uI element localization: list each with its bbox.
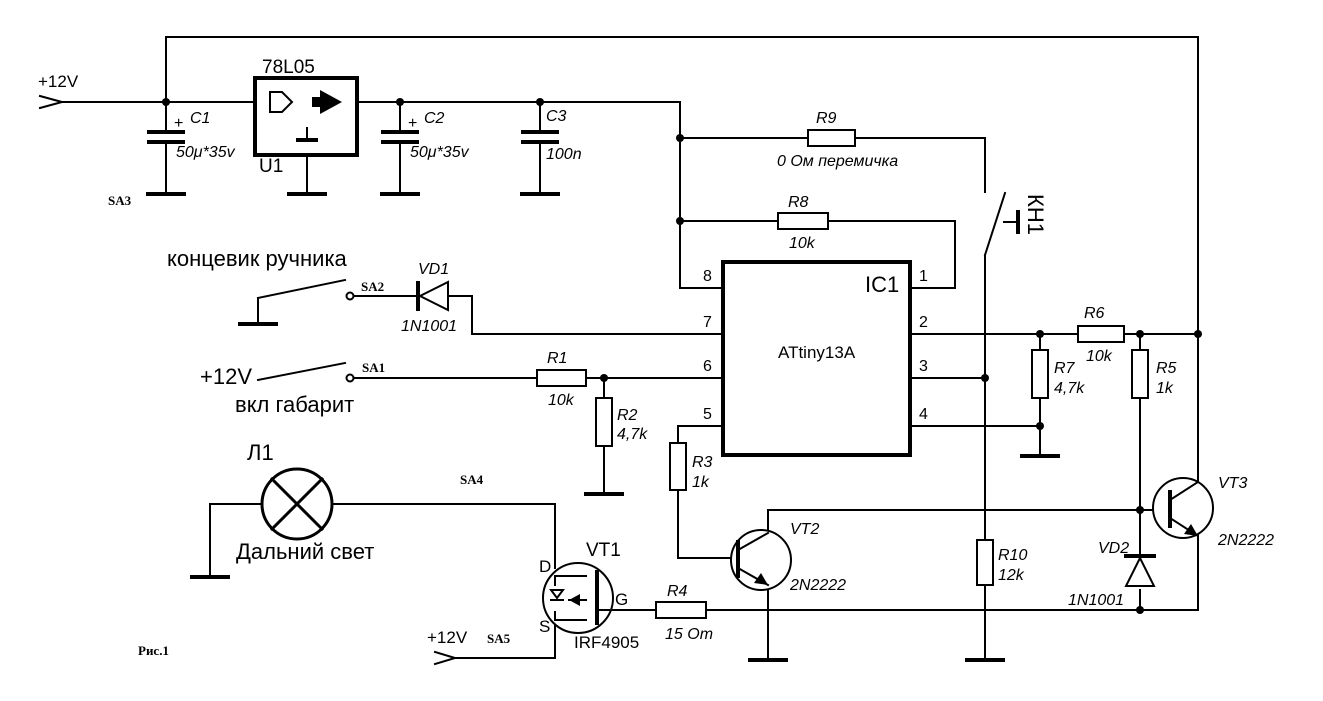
- r7-value: 4,7k: [1054, 380, 1085, 397]
- regulator-u1: 78L05 U1: [253, 57, 359, 177]
- resistor-r5: R5 1k: [1131, 349, 1177, 399]
- handbrake-label: концевик ручника: [167, 246, 348, 271]
- resistor-r8: R8 10k: [777, 194, 829, 252]
- vt1-value: IRF4905: [574, 633, 639, 652]
- u1-type-label: 78L05: [262, 57, 315, 78]
- resistor-r1: R1 10k: [536, 350, 587, 409]
- ic1-pin-3: 3: [919, 358, 928, 375]
- resistor-r3: R3 1k: [669, 442, 713, 491]
- r8-ref: R8: [788, 194, 809, 211]
- sa1-label: SA1: [362, 360, 385, 375]
- vt3-ref: VT3: [1218, 475, 1247, 492]
- r4-value: 15 Om: [665, 626, 713, 643]
- r5-value: 1k: [1156, 380, 1174, 397]
- c2-ref: C2: [424, 110, 445, 127]
- diode-vd2: VD2 1N1001: [1068, 540, 1156, 609]
- r4-ref: R4: [667, 583, 688, 600]
- r2-value: 4,7k: [617, 426, 648, 443]
- ic1-pin-2: 2: [919, 314, 928, 331]
- ic1-pin-4: 4: [919, 406, 928, 423]
- junction-dots: [162, 98, 1202, 614]
- resistor-r2: R2 4,7k: [595, 397, 648, 447]
- ic1-ref: IC1: [865, 272, 899, 297]
- sa5-label: SA5: [487, 631, 511, 646]
- capacitor-c2: + C2 50μ*35v: [381, 110, 470, 161]
- resistor-r10: R10 12k: [976, 539, 1027, 586]
- resistor-r4: R4 15 Om: [655, 583, 713, 643]
- r5-ref: R5: [1156, 360, 1177, 377]
- vt2-value: 2N2222: [789, 577, 846, 594]
- vd1-ref: VD1: [418, 261, 449, 278]
- v12-top-label: +12V: [38, 72, 79, 91]
- lamp-label: Л1: [247, 440, 274, 465]
- transistor-vt3: VT3 2N2222: [1152, 333, 1274, 611]
- ic1-pin-5: 5: [703, 406, 712, 423]
- ic1-pin-1: 1: [919, 268, 928, 285]
- r6-ref: R6: [1084, 305, 1105, 322]
- r1-ref: R1: [547, 350, 567, 367]
- vt2-ref: VT2: [790, 521, 819, 538]
- c1-value: 50μ*35v: [176, 144, 236, 161]
- resistor-r7: R7 4,7k: [1031, 349, 1085, 399]
- svg-text:+: +: [174, 115, 183, 132]
- sa2-label: SA2: [361, 279, 384, 294]
- u1-ref-label: U1: [259, 156, 283, 177]
- vd1-value: 1N1001: [401, 318, 457, 335]
- highbeam-label: Дальний свет: [236, 539, 374, 564]
- c3-ref: C3: [546, 108, 567, 125]
- r10-value: 12k: [998, 567, 1025, 584]
- sa3-label: SA3: [108, 193, 132, 208]
- svg-text:+: +: [408, 115, 417, 132]
- transistor-vt2: VT2 2N2222: [730, 521, 846, 594]
- r6-value: 10k: [1086, 348, 1113, 365]
- vt3-value: 2N2222: [1217, 532, 1274, 549]
- v12-sa1-label: +12V: [200, 364, 252, 389]
- ic-attiny13a: IC1 ATtiny13A 8 7 6 5 1 2 3 4: [703, 260, 928, 457]
- r10-ref: R10: [998, 547, 1027, 564]
- r8-value: 10k: [789, 235, 816, 252]
- sa4-label: SA4: [460, 472, 484, 487]
- vd2-ref: VD2: [1098, 540, 1129, 557]
- ic1-pin-7: 7: [703, 314, 712, 331]
- r3-value: 1k: [692, 474, 710, 491]
- capacitor-c3: C3 100n: [521, 108, 582, 163]
- r1-value: 10k: [548, 392, 575, 409]
- r2-ref: R2: [617, 407, 638, 424]
- parking-label: вкл габарит: [235, 392, 354, 417]
- kn1-ref: КН1: [1023, 194, 1048, 235]
- mosfet-vt1: VT1 IRF4905 D G S +12V SA5: [427, 540, 639, 652]
- figure-label: Рис.1: [138, 643, 169, 658]
- r3-ref: R3: [692, 454, 713, 471]
- resistor-r9: R9 0 Ом перемичка: [777, 110, 898, 170]
- wires: [61, 36, 1199, 659]
- v12-bottom-label: +12V: [427, 628, 468, 647]
- capacitor-c1: + C1 50μ*35v: [147, 110, 236, 161]
- input-arrows: [38, 94, 459, 666]
- ground-symbols: [146, 192, 1060, 662]
- resistor-r6: R6 10k: [1077, 305, 1125, 365]
- c3-value: 100n: [546, 146, 582, 163]
- push-button-kn1: КН1: [983, 159, 1048, 257]
- c2-value: 50μ*35v: [410, 144, 470, 161]
- switch-sa1-parking: SA1 +12V вкл габарит: [200, 360, 385, 417]
- vt1-pin-d: D: [539, 557, 551, 576]
- ic1-pin-6: 6: [703, 358, 712, 375]
- switch-sa2-handbrake: SA2 концевик ручника: [167, 246, 384, 301]
- vt1-pin-g: G: [615, 590, 628, 609]
- ic1-part: ATtiny13A: [778, 343, 856, 362]
- r9-value: 0 Ом перемичка: [777, 153, 898, 170]
- ic1-pin-8: 8: [703, 268, 712, 285]
- lamp-l1: Л1 Дальний свет SA4: [236, 440, 484, 564]
- c1-ref: C1: [190, 110, 210, 127]
- diode-vd1: VD1 1N1001: [401, 261, 457, 335]
- vt1-ref: VT1: [586, 540, 621, 561]
- r9-ref: R9: [816, 110, 837, 127]
- vd2-value: 1N1001: [1068, 592, 1124, 609]
- vt1-pin-s: S: [539, 617, 550, 636]
- r7-ref: R7: [1054, 360, 1076, 377]
